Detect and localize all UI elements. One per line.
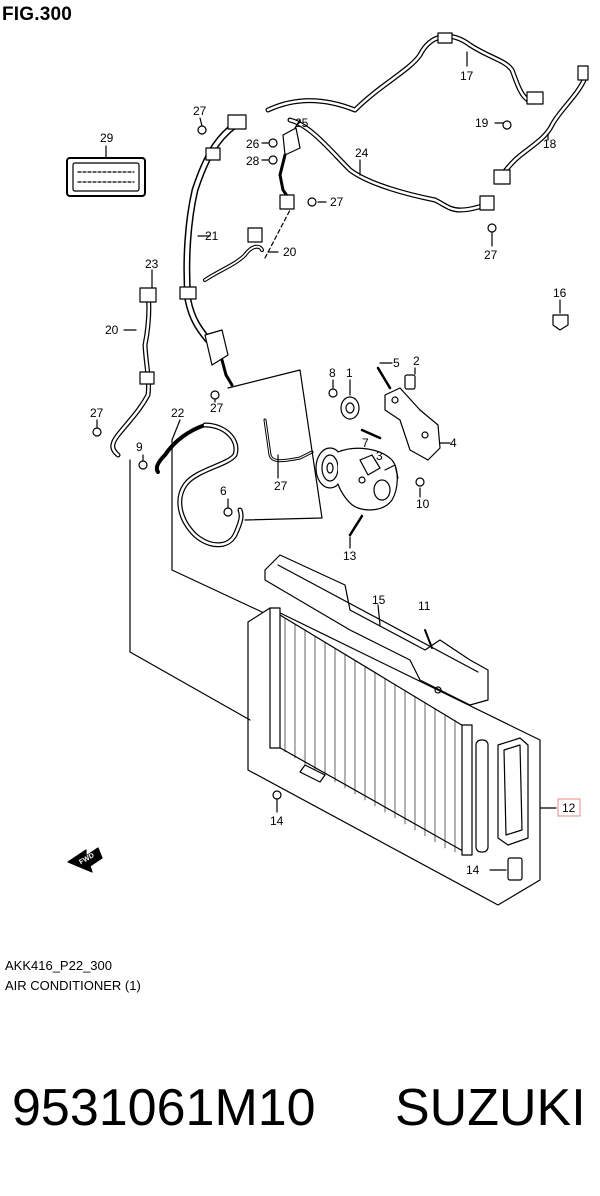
- fasteners-27: [92, 117, 512, 517]
- clutch-1: [340, 379, 360, 420]
- callout-27: 27: [90, 406, 104, 420]
- bolt-8: [328, 379, 338, 398]
- callout-24: 24: [355, 146, 369, 160]
- callout-27: 27: [484, 248, 498, 262]
- callout-20: 20: [105, 323, 119, 337]
- callout-15: 11: [418, 599, 431, 613]
- bolt-14: [272, 790, 282, 813]
- bolt-5: [376, 362, 393, 390]
- callout-28: 28: [246, 154, 260, 168]
- callout-6: 10: [416, 497, 430, 511]
- callout-17: 17: [460, 69, 474, 83]
- callout-27: 9: [136, 440, 143, 454]
- callout-26: 26: [246, 137, 260, 151]
- brand-name: SUZUKI: [395, 1079, 586, 1137]
- connector-16: [552, 299, 569, 331]
- duct-13: [264, 554, 489, 706]
- callout-labels: 29 27 26 28 25 17 19 18 24 27 21 20 23 2…: [78, 69, 581, 877]
- bolt-6: [415, 477, 425, 498]
- receiver-dryer: [475, 737, 529, 881]
- callout-4: 27: [274, 479, 288, 493]
- callout-27: 6: [220, 484, 227, 498]
- callout-13: 15: [372, 593, 386, 607]
- diagram-description: AIR CONDITIONER (1): [5, 978, 141, 993]
- callout-19: 19: [475, 116, 489, 130]
- part-number: 9531061M10: [12, 1079, 316, 1137]
- callout-14: 14: [270, 814, 284, 828]
- leader-lines: [129, 439, 263, 721]
- compressor: [315, 447, 399, 511]
- label-plate-29: [66, 145, 146, 197]
- callout-5: 5: [393, 356, 400, 370]
- condenser-core: [269, 607, 473, 856]
- diagram-code: AKK416_P22_300: [5, 958, 112, 973]
- callout-2: 2: [413, 354, 420, 368]
- callout-1: 1: [346, 366, 353, 380]
- bolt-2: [404, 367, 416, 390]
- callout-12: 14: [466, 863, 480, 877]
- callout-20: 20: [283, 245, 297, 259]
- callout-29: 29: [100, 131, 114, 145]
- pipe-24: [287, 117, 495, 213]
- belt-4: [263, 418, 314, 479]
- callout-25: 25: [295, 116, 309, 130]
- fwd-arrow: [67, 847, 103, 873]
- callout-10: 13: [343, 549, 357, 563]
- callout-8: 8: [329, 366, 336, 380]
- callout-23: 23: [145, 257, 159, 271]
- callout-22: 22: [171, 406, 185, 420]
- hose-21: [179, 114, 247, 387]
- callout-3: 4: [450, 436, 457, 450]
- callout-27: 27: [193, 104, 207, 118]
- callout-9: 7: [362, 436, 369, 450]
- callout-7: 3: [376, 449, 383, 463]
- hose-20-upper: [203, 227, 279, 282]
- bracket-3: [384, 387, 451, 461]
- callout-11: 12: [562, 801, 576, 815]
- figure-title: FIG.300: [2, 4, 73, 25]
- callout-11-box: [557, 798, 581, 817]
- callout-16: 16: [553, 286, 567, 300]
- bolt-7: [360, 428, 382, 440]
- hose-22: [154, 419, 244, 548]
- hose-23: [110, 269, 157, 458]
- clips-25-26-28: [261, 119, 301, 210]
- callout-27: 27: [330, 195, 344, 209]
- hose-17: [265, 32, 531, 113]
- bolt-10: [348, 514, 364, 549]
- hose-18: [493, 65, 589, 185]
- callout-27: 27: [210, 401, 224, 415]
- compressor-outline: [227, 209, 323, 521]
- callout-18: 18: [543, 137, 557, 151]
- callout-21: 21: [205, 229, 219, 243]
